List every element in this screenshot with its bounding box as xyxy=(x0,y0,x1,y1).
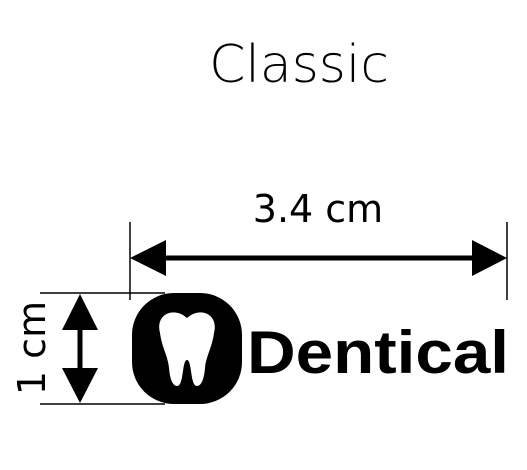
width-dimension-arrow xyxy=(130,240,507,276)
tooth-icon xyxy=(132,293,242,404)
height-dimension-label: 1 cm xyxy=(10,301,54,395)
arrowhead-left-icon xyxy=(130,240,166,276)
page-title: Classic xyxy=(209,35,389,95)
width-dimension-label: 3.4 cm xyxy=(253,187,383,231)
arrowhead-down-icon xyxy=(62,368,98,403)
logo-wordmark: Dentical xyxy=(247,319,509,386)
logo: Dentical xyxy=(132,293,509,404)
height-dimension-arrow xyxy=(62,294,98,403)
arrowhead-up-icon xyxy=(62,294,98,330)
arrowhead-right-icon xyxy=(472,240,507,276)
